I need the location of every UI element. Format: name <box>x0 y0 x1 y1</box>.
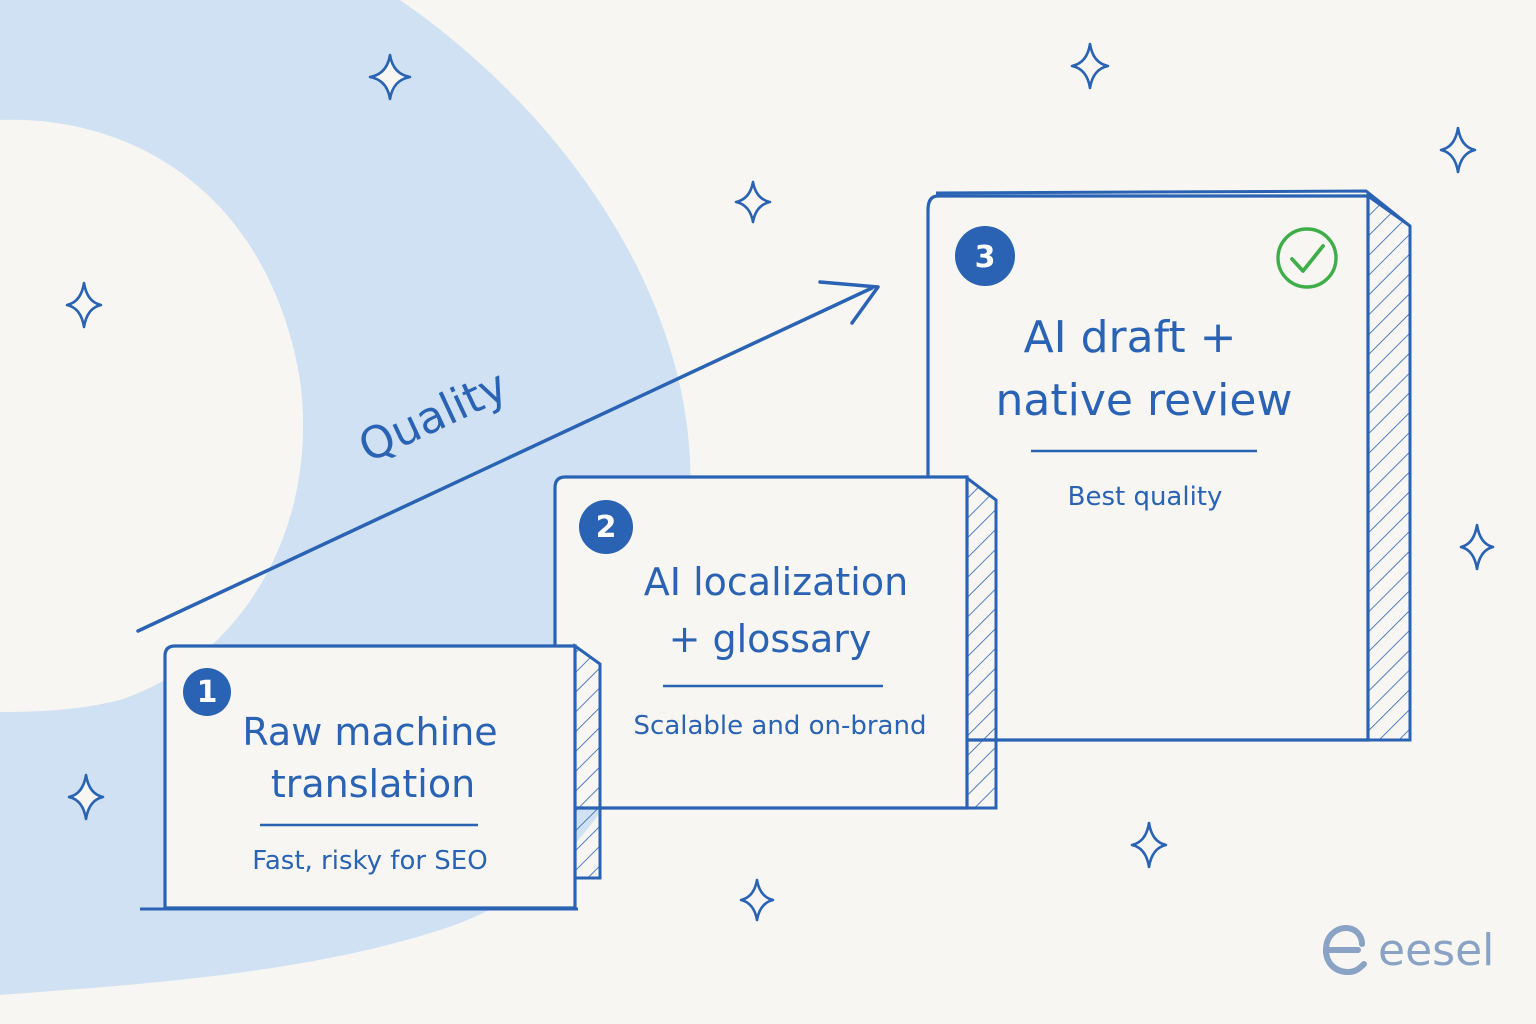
step-card-1: 1 Raw machine translation Fast, risky fo… <box>140 643 602 911</box>
arrow-up-right-icon <box>136 286 874 633</box>
brand-name: eesel <box>1378 925 1494 976</box>
sparkle-icon <box>65 281 103 329</box>
sparkle-icon <box>1130 821 1168 869</box>
step-1-title-line2: translation <box>271 762 475 806</box>
step-3-top-edge <box>935 189 1411 228</box>
step-card-3: 3 AI draft + native review Best quality <box>926 189 1412 742</box>
arrow-head <box>818 280 880 325</box>
step-1-badge <box>183 668 231 716</box>
brand-logo: eesel <box>1322 924 1494 976</box>
sparkle-icon <box>739 878 775 922</box>
step-2-face <box>553 475 969 810</box>
sparkle-icon <box>1459 523 1495 571</box>
step-3-note: Best quality <box>1068 482 1223 512</box>
step-3-title-line2: native review <box>996 375 1293 426</box>
step-2-title-line2: + glossary <box>669 617 872 661</box>
step-2-title-line1: AI localization <box>644 560 908 604</box>
sparkle-icon <box>368 53 412 101</box>
step-3-number: 3 <box>975 240 996 275</box>
eesel-logo-icon <box>1322 924 1367 976</box>
step-1-number: 1 <box>197 675 218 710</box>
step-2-side <box>965 474 998 810</box>
sparkles <box>65 42 1495 922</box>
step-2-badge <box>579 500 633 554</box>
step-1-side <box>573 643 602 880</box>
step-1-title-line1: Raw machine <box>242 710 497 754</box>
step-3-side <box>1366 193 1412 742</box>
step-3-face <box>926 194 1370 742</box>
sparkle-icon <box>734 180 772 224</box>
sparkle-icon <box>1070 42 1110 90</box>
step-3-title-line1: AI draft + <box>1024 312 1237 363</box>
sparkle-icon <box>67 773 105 821</box>
step-3-badge <box>955 226 1015 286</box>
step-1-note: Fast, risky for SEO <box>252 846 487 876</box>
step-2-note: Scalable and on-brand <box>634 711 927 741</box>
step-2-number: 2 <box>596 510 617 545</box>
step-card-2: 2 AI localization + glossary Scalable an… <box>553 474 998 810</box>
backdrop-cutout <box>0 119 304 713</box>
check-circle-icon <box>1276 227 1338 289</box>
sparkle-icon <box>1439 126 1477 174</box>
